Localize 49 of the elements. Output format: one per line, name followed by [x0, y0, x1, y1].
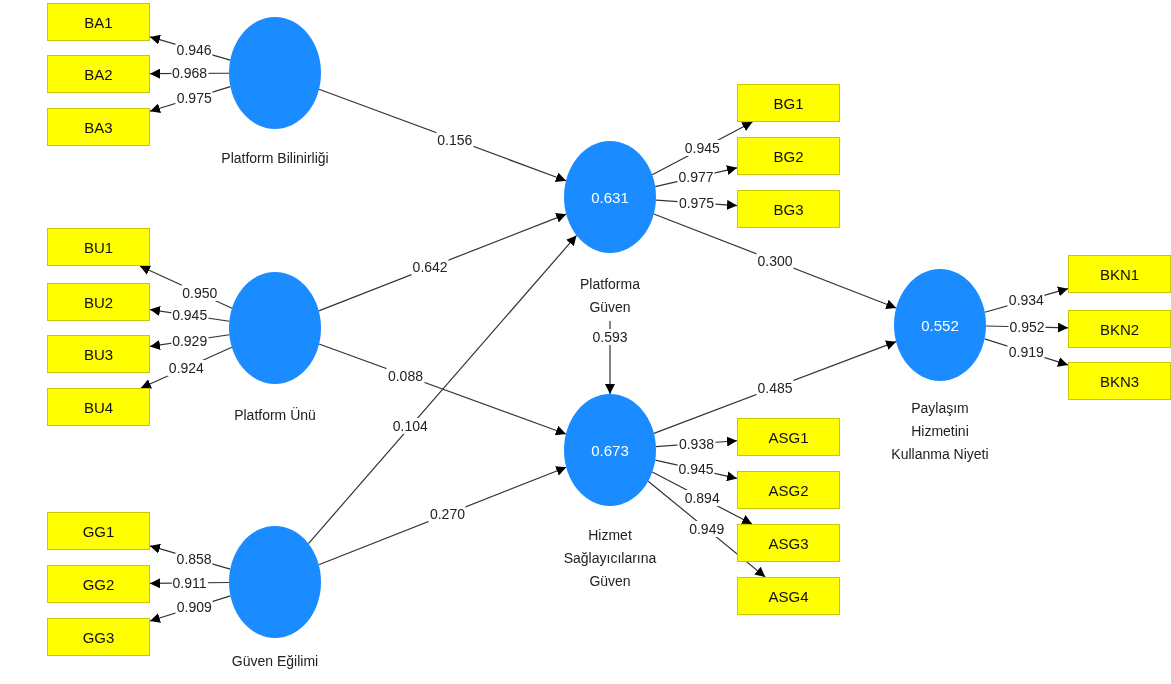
- indicator-box: BKN3: [1068, 362, 1171, 400]
- construct-label: Platform Bilinirliği: [220, 149, 330, 168]
- indicator-box: GG3: [47, 618, 150, 656]
- indicator-box: BG1: [737, 84, 840, 122]
- edge-label: 0.909: [175, 599, 213, 616]
- edge-label: 0.949: [688, 521, 726, 538]
- indicator-box: BA1: [47, 3, 150, 41]
- construct-label: Hizmet Sağlayıcılarına Güven: [562, 526, 658, 591]
- indicator-box: BU1: [47, 228, 150, 266]
- indicator-box: BU4: [47, 388, 150, 426]
- r-squared-value: 0.552: [921, 316, 959, 334]
- edge-label: 0.894: [683, 490, 721, 506]
- indicator-box: ASG4: [737, 577, 840, 615]
- indicator-box: ASG1: [737, 418, 840, 456]
- indicator-box: BA3: [47, 108, 150, 146]
- indicator-box: BA2: [47, 55, 150, 93]
- indicator-box: ASG3: [737, 524, 840, 562]
- indicator-box: BG3: [737, 190, 840, 228]
- edge-label: 0.485: [756, 379, 794, 396]
- edge-label: 0.924: [167, 359, 205, 376]
- edge-label: 0.104: [391, 418, 429, 435]
- indicator-box: GG2: [47, 565, 150, 603]
- indicator-box: BU3: [47, 335, 150, 373]
- edge-label: 0.945: [683, 140, 721, 157]
- indicator-box: BKN1: [1068, 255, 1171, 293]
- edge-label: 0.593: [591, 329, 629, 346]
- arrow: [307, 234, 578, 545]
- indicator-box: ASG2: [737, 471, 840, 509]
- construct-label: Güven Eğilimi: [230, 652, 320, 671]
- edge-label: 0.919: [1007, 343, 1045, 360]
- edge-label: 0.934: [1007, 292, 1045, 309]
- edge-label: 0.270: [428, 506, 466, 523]
- indicator-box: BU2: [47, 283, 150, 321]
- edge-label: 0.975: [175, 89, 213, 106]
- indicator-box: BKN2: [1068, 310, 1171, 348]
- indicator-box: GG1: [47, 512, 150, 550]
- construct-label: Paylaşım Hizmetini Kullanma Niyeti: [890, 399, 990, 464]
- construct-label: Platforma Güven: [579, 275, 641, 317]
- edge-label: 0.088: [386, 367, 424, 384]
- edge-label: 0.946: [175, 41, 213, 58]
- edge-label: 0.950: [181, 285, 219, 302]
- edge-label: 0.642: [411, 259, 449, 276]
- edge-label: 0.300: [756, 253, 794, 269]
- edge-label: 0.858: [175, 550, 213, 567]
- edge-label: 0.156: [436, 131, 474, 148]
- construct-label: Platform Ünü: [233, 406, 317, 425]
- r-squared-value: 0.673: [591, 441, 629, 459]
- r-squared-value: 0.631: [591, 188, 629, 206]
- indicator-box: BG2: [737, 137, 840, 175]
